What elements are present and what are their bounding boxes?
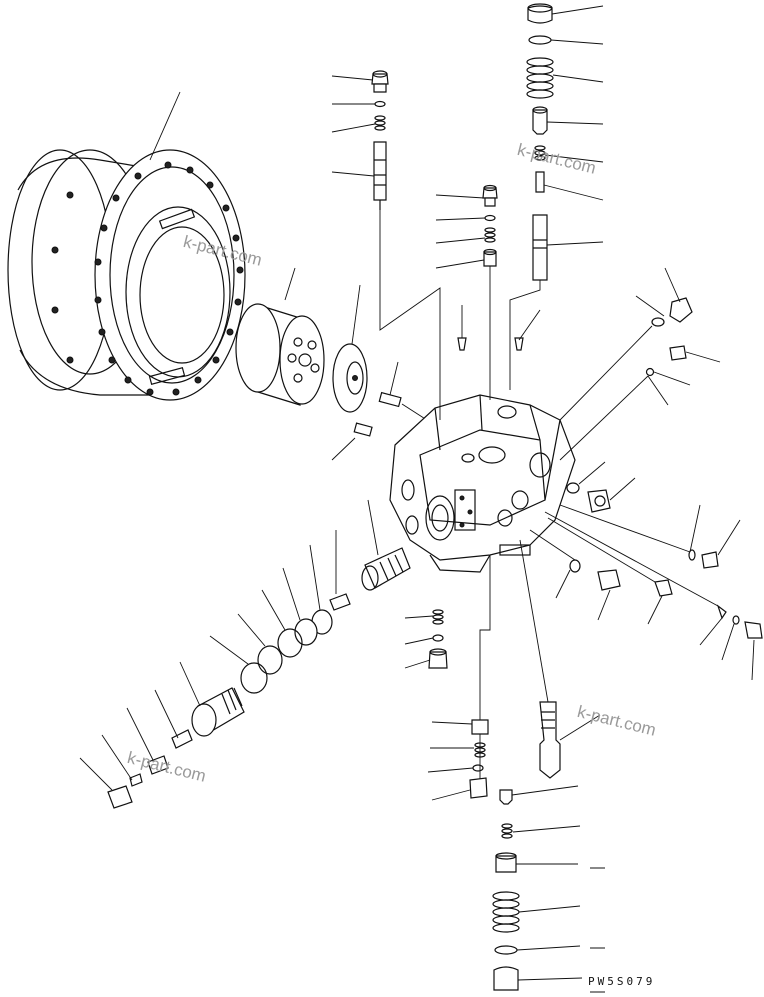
small-plugs	[457, 305, 541, 351]
relief-valve-stack-top	[509, 3, 554, 390]
check-valve-stack-mid	[482, 184, 498, 400]
final-drive-housing	[7, 91, 246, 401]
check-valve-stack-lower	[404, 609, 448, 669]
check-valve-stack-bottom-left	[427, 719, 489, 801]
motor-case-body	[389, 394, 576, 573]
leader-lines-center-top	[331, 75, 376, 177]
counterbalance-spool	[519, 539, 601, 779]
relief-valve-stack-bottom	[492, 785, 583, 991]
right-fittings	[529, 267, 763, 681]
leader-lines-top-right	[543, 5, 604, 246]
check-valve-stack-center	[371, 70, 389, 210]
spool-assembly-left	[79, 499, 411, 809]
pins	[331, 361, 431, 461]
valve-plate	[332, 284, 368, 413]
center-axis-lower	[479, 555, 491, 790]
cylinder-barrel	[235, 267, 325, 406]
drawing-code: PW5S079	[588, 975, 656, 988]
leader-lines-center-mid	[435, 194, 486, 269]
